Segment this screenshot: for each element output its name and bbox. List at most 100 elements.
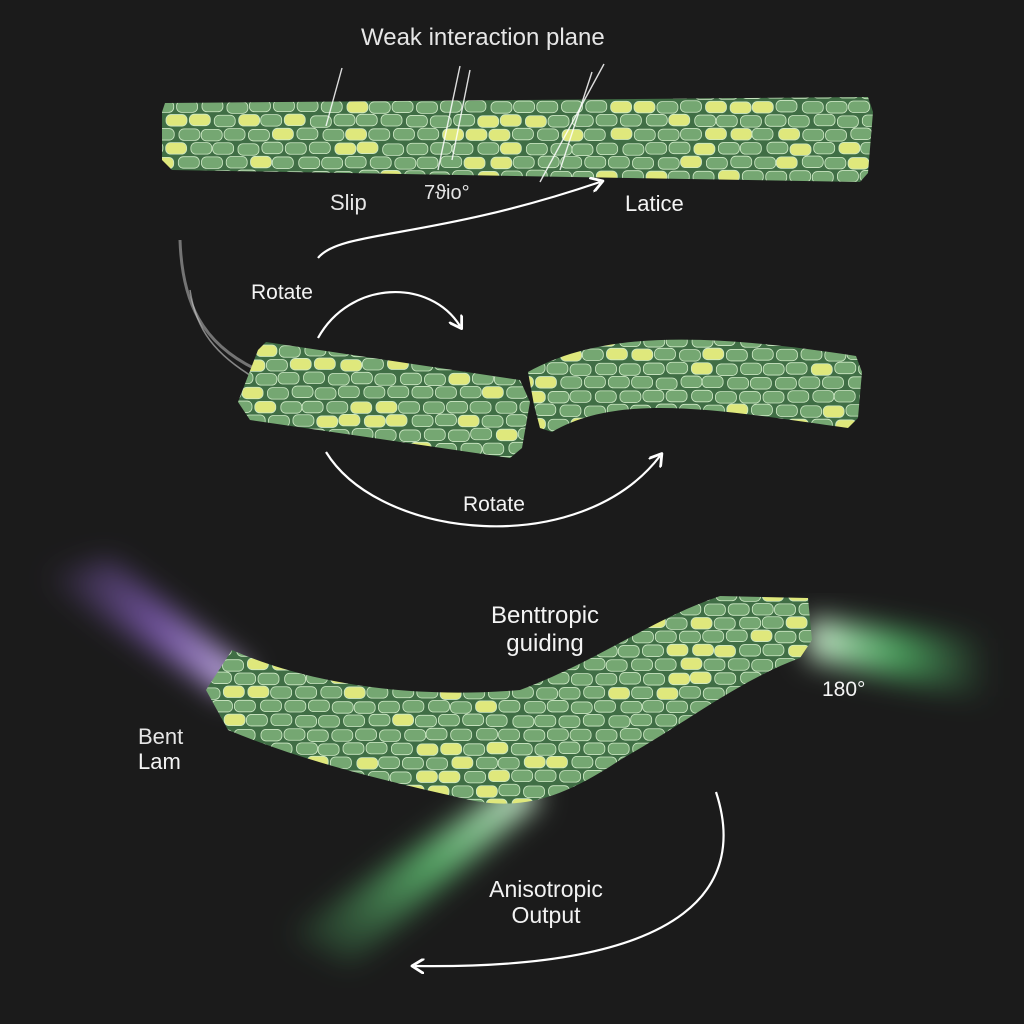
lattice-cell <box>389 771 412 784</box>
lattice-cell <box>704 321 725 333</box>
lattice-cell <box>429 97 452 99</box>
lattice-cell <box>223 713 246 727</box>
lattice-cell <box>411 386 434 399</box>
lattice-cell <box>499 114 522 127</box>
lattice-cell <box>498 783 521 797</box>
lattice-cell <box>739 616 762 630</box>
lattice-cell <box>423 401 445 414</box>
lattice-cell <box>247 602 270 615</box>
lattice-cell <box>257 596 280 601</box>
weak-interaction-plane-label: Weak interaction plane <box>361 24 605 51</box>
lattice-cell <box>387 385 410 399</box>
lattice-cell <box>778 128 801 141</box>
lattice-cell <box>280 401 303 414</box>
lattice-cell <box>379 616 402 630</box>
lattice-cell <box>474 596 496 602</box>
lattice-cell <box>271 630 294 643</box>
lattice-cell <box>238 344 255 357</box>
lattice-cell <box>715 419 737 432</box>
lattice-cell <box>521 672 544 686</box>
lattice-cell <box>512 686 534 699</box>
lattice-cell <box>338 342 361 343</box>
lattice-cell <box>258 643 280 656</box>
lattice-cell <box>284 560 305 572</box>
lattice-cell <box>787 115 810 128</box>
lattice-cell <box>715 755 738 769</box>
lattice-cell <box>296 742 318 755</box>
lattice-cell <box>225 184 246 196</box>
lattice-cell <box>798 376 821 389</box>
lattice-cell <box>447 344 470 357</box>
lattice-cell <box>850 127 873 140</box>
lattice-cell <box>786 447 807 459</box>
lattice-cell <box>703 658 726 671</box>
lattice-cell <box>206 785 209 798</box>
lattice-cell <box>715 363 738 376</box>
lattice-cell <box>295 686 318 699</box>
lattice-cell <box>619 447 640 459</box>
lattice-cell <box>301 400 324 414</box>
lattice-cell <box>490 101 513 114</box>
lattice-cell <box>691 389 714 403</box>
lattice-cell <box>751 659 774 672</box>
lattice-cell <box>332 560 353 572</box>
lattice-cell <box>644 812 665 824</box>
lattice-cell <box>620 596 642 601</box>
lattice-cell <box>560 574 581 586</box>
lattice-cell <box>678 715 701 728</box>
lattice-cell <box>496 455 519 458</box>
lattice-cell <box>739 391 761 404</box>
lattice-cell <box>535 376 557 389</box>
lattice-cell <box>433 357 456 371</box>
lattice-cell <box>528 339 545 348</box>
lattice-cell <box>500 596 523 601</box>
lattice-cell <box>729 101 752 114</box>
lattice-cell <box>680 155 702 169</box>
lattice-cell <box>705 127 727 141</box>
lattice-cell <box>261 141 284 155</box>
lattice-cell <box>825 129 847 142</box>
lattice-cell <box>740 729 762 742</box>
lattice-cell <box>810 418 833 432</box>
lattice-cell <box>245 714 268 727</box>
lattice-cell <box>546 362 569 375</box>
lattice-cell <box>211 729 233 742</box>
lattice-cell <box>289 358 312 371</box>
lattice-cell <box>463 743 486 756</box>
lattice-cell <box>835 339 858 347</box>
lattice-cell <box>801 155 824 168</box>
lattice-cell <box>571 785 594 798</box>
lattice-cell <box>212 560 233 572</box>
lattice-cell <box>608 687 630 700</box>
lattice-cell <box>379 729 401 742</box>
lattice-cell <box>800 322 821 334</box>
lattice-cell <box>378 596 401 602</box>
lattice-cell <box>522 596 544 602</box>
lattice-cell <box>490 156 513 170</box>
lattice-cell <box>715 700 738 713</box>
lattice-cell <box>222 742 245 755</box>
lattice-cell <box>762 391 785 404</box>
lattice-cell <box>416 101 438 114</box>
lattice-cell <box>162 141 164 155</box>
lattice-cell <box>606 321 627 333</box>
lattice-cell <box>404 97 427 99</box>
lattice-cell <box>859 339 862 347</box>
lattice-cell <box>741 97 763 99</box>
lattice-cell <box>642 389 665 403</box>
lattice-cell <box>547 391 570 404</box>
lattice-cell <box>439 798 462 804</box>
lattice-cell <box>619 813 640 825</box>
lattice-cell <box>374 429 397 442</box>
lattice-cell <box>398 401 420 414</box>
lattice-cell <box>330 756 352 769</box>
lattice-cell <box>570 673 593 686</box>
lattice-cell <box>314 442 336 456</box>
lattice-cell <box>317 797 340 804</box>
lattice-cell <box>633 101 656 114</box>
lattice-cell <box>705 157 728 170</box>
lattice-cell <box>668 113 691 127</box>
lattice-cell <box>380 561 401 573</box>
